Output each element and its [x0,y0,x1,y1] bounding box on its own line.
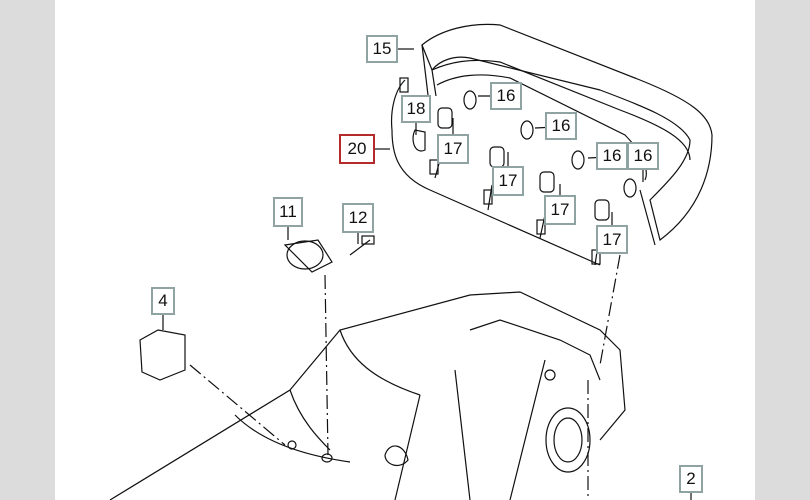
callout-11[interactable]: 11 [273,197,303,227]
callout-16[interactable]: 16 [545,112,577,140]
callout-17[interactable]: 17 [437,134,469,164]
control-unit-drawing [283,235,375,456]
callout-17[interactable]: 17 [492,166,524,196]
callout-12[interactable]: 12 [342,203,374,233]
switch-drawing [139,329,286,446]
callout-20-selected[interactable]: 20 [339,134,375,164]
exploded-view-drawing [109,23,713,500]
callout-17[interactable]: 17 [596,225,628,254]
callout-4[interactable]: 4 [151,287,175,315]
callout-18[interactable]: 18 [401,95,431,123]
car-body-drawing [109,254,626,500]
callout-16[interactable]: 16 [596,142,628,170]
callout-16[interactable]: 16 [490,82,522,110]
callout-17[interactable]: 17 [544,195,576,225]
callout-15[interactable]: 15 [366,35,398,63]
callout-2[interactable]: 2 [679,465,703,493]
parts-diagram-sheet [55,0,755,500]
callout-16[interactable]: 16 [627,142,659,170]
bumper-cover-drawing [421,23,713,246]
